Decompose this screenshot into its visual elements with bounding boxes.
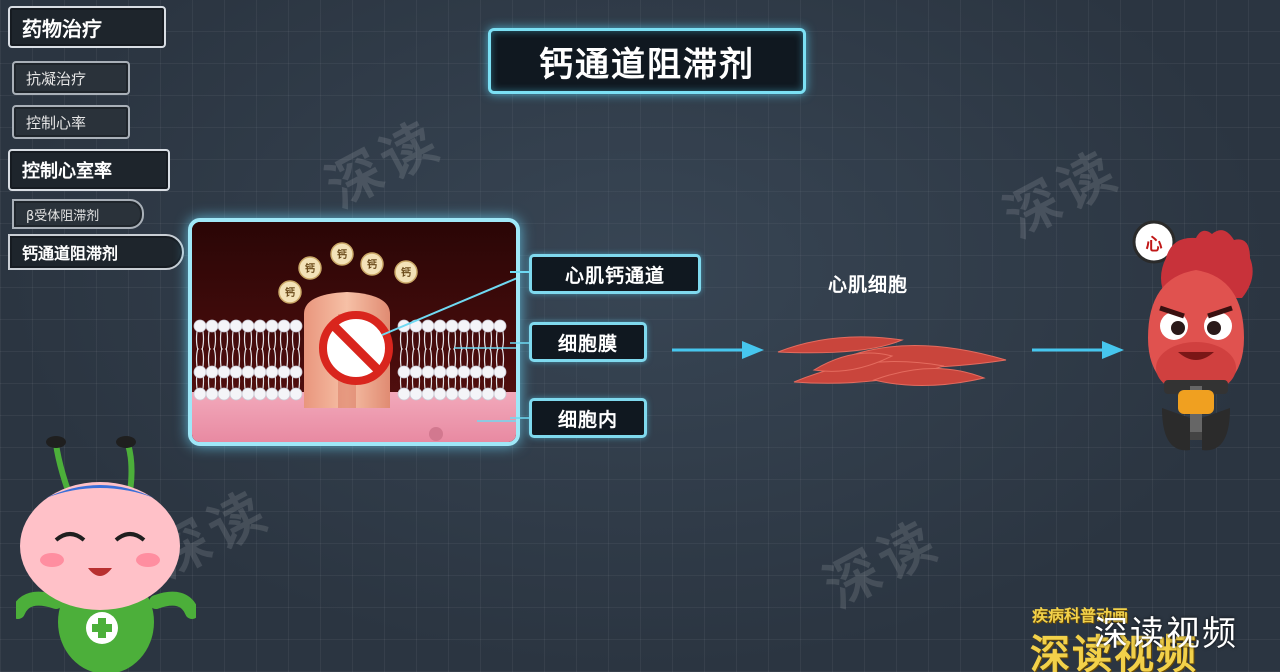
calcium-ion-label: 钙 [337,248,347,261]
watermark: 深读 [316,107,453,220]
cells-title: 心肌细胞 [828,274,909,296]
menu-item-label: 钙通道阻滞剂 [22,244,119,263]
blocked-icon [319,311,393,385]
menu-item-label: 控制心室率 [22,161,112,182]
organelle [429,427,443,441]
menu-item-ccb-active[interactable]: 钙通道阻滞剂 [8,234,184,270]
label-calcium-channel: 心肌钙通道 [529,254,701,294]
mascot-character [16,436,196,672]
menu-item-label: 药物治疗 [22,16,102,41]
brand-logo: 深读视频 [1030,632,1198,672]
label-intracellular: 细胞内 [529,398,647,438]
brand-subtitle: 疾病科普动画 [1032,606,1129,625]
calcium-ion [298,256,322,280]
calcium-ion-label: 钙 [305,262,315,275]
label-text: 细胞内 [557,408,618,431]
arrow-right-icon [1032,341,1124,359]
label-text: 心肌钙通道 [564,264,665,287]
menu-item-label: β受体阻滞剂 [26,208,100,224]
calcium-ion [330,242,354,266]
menu-item-anticoagulation[interactable]: 抗凝治疗 [12,61,130,95]
menu-item-ventricular-rate-control[interactable]: 控制心室率 [8,149,170,191]
menu-item-label: 控制心率 [26,113,87,132]
calcium-ion-label: 钙 [285,286,295,299]
calcium-ion [360,252,384,276]
calcium-ion-label: 钙 [367,258,377,271]
arrow-right-icon [672,341,764,359]
watermark: 深读 [814,507,951,620]
lipid-bilayer [193,319,507,401]
connector-lines [510,271,532,419]
menu-item-rate-control[interactable]: 控制心率 [12,105,130,139]
calcium-ion [278,280,302,304]
label-cell-membrane: 细胞膜 [529,322,647,362]
page-title-text: 钙通道阻滞剂 [539,44,755,85]
cardiomyocytes-illustration [777,336,1007,387]
watermark: 深读 [994,137,1131,250]
menu-item-drug-therapy[interactable]: 药物治疗 [8,6,166,48]
calcium-ion-label: 钙 [401,266,411,279]
calcium-ion [394,260,418,284]
brand-overlay: 深读视频 [1094,614,1238,654]
page-title: 钙通道阻滞剂 [488,28,806,94]
menu-item-beta-blocker[interactable]: β受体阻滞剂 [12,199,144,229]
membrane-diagram-panel: 钙钙钙钙钙 [188,218,520,446]
pointer-line [381,277,516,336]
heart-badge-text: 心 [1145,235,1163,255]
heart-badge [1132,220,1176,264]
menu-item-label: 抗凝治疗 [26,69,87,88]
heart-character [1132,220,1253,451]
label-text: 细胞膜 [557,332,618,355]
